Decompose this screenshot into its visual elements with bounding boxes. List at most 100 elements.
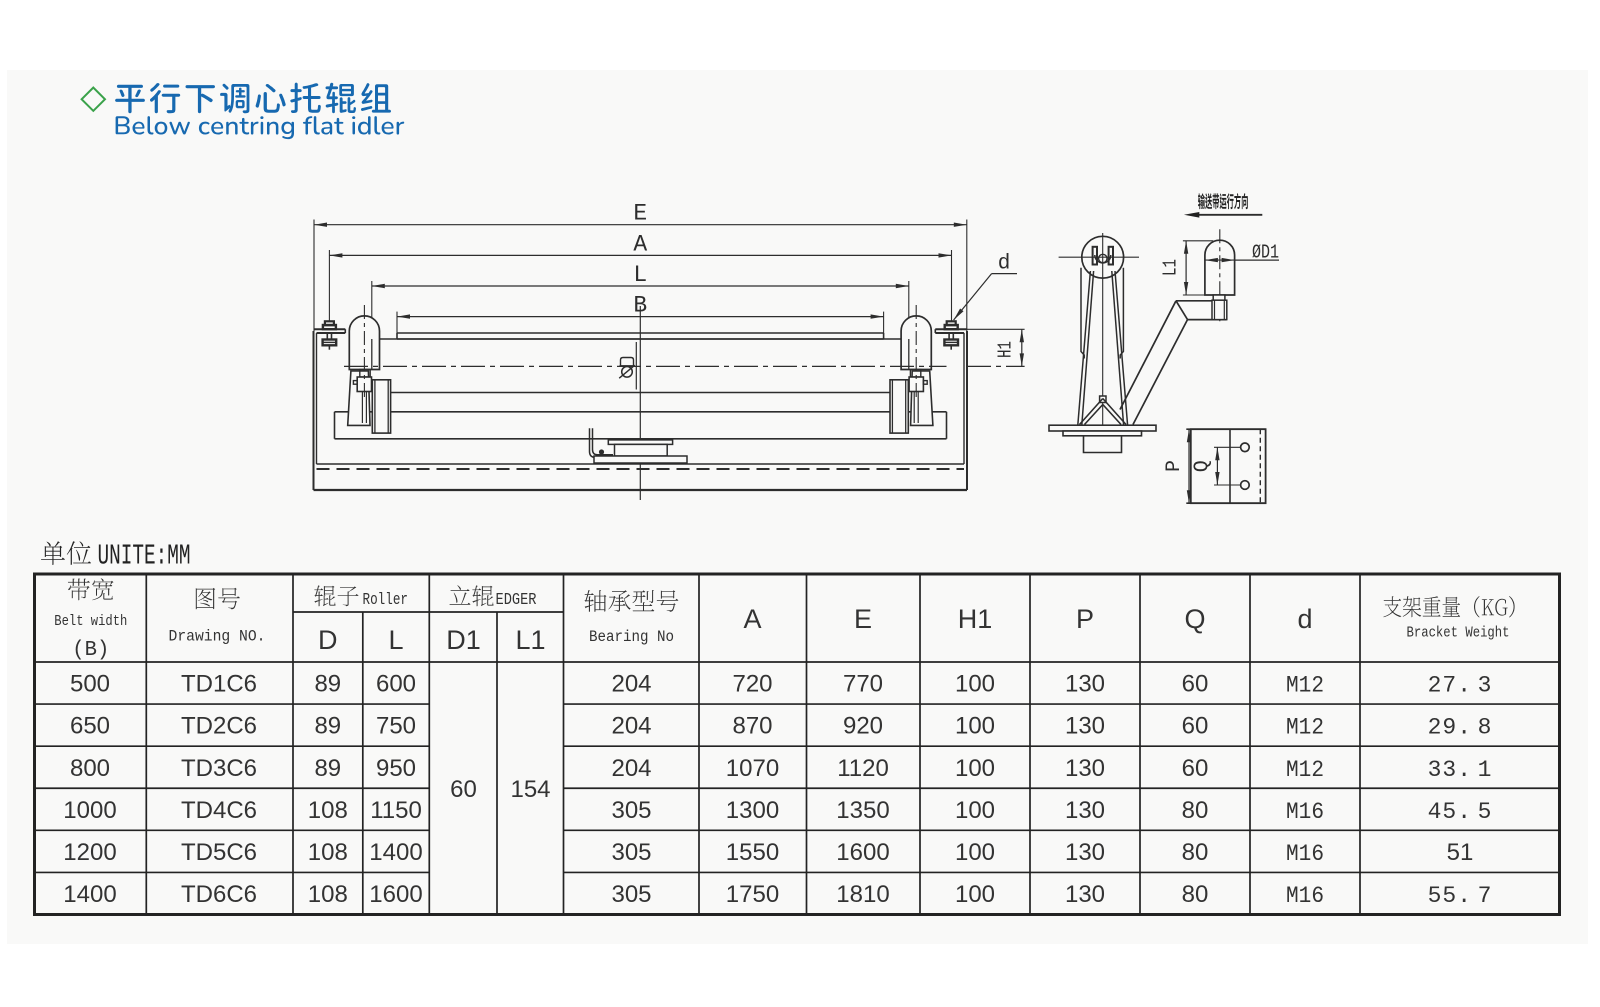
svg-text:51: 51 [1447,839,1474,866]
svg-text:1350: 1350 [836,797,889,824]
svg-text:1810: 1810 [836,881,889,908]
svg-text:1400: 1400 [63,881,116,908]
svg-text:920: 920 [843,713,883,740]
svg-text:89: 89 [314,755,341,782]
svg-text:650: 650 [70,713,110,740]
svg-text:P: P [1163,460,1186,472]
svg-text:130: 130 [1065,671,1105,698]
svg-text:1120: 1120 [837,755,889,782]
svg-text:1150: 1150 [370,797,422,824]
svg-text:1400: 1400 [369,839,422,866]
svg-text:Q: Q [1184,604,1205,634]
svg-text:A: A [633,232,647,258]
svg-text:Roller: Roller [363,590,409,609]
svg-text:M12: M12 [1286,715,1324,741]
svg-text:TD5C6: TD5C6 [181,839,257,866]
svg-text:L: L [633,262,647,288]
svg-text:55. 7: 55. 7 [1428,883,1493,909]
svg-text:d: d [1297,604,1312,634]
svg-text:TD1C6: TD1C6 [181,671,257,698]
svg-text:130: 130 [1065,797,1105,824]
svg-text:100: 100 [955,713,995,740]
svg-text:100: 100 [955,755,995,782]
svg-text:1750: 1750 [726,881,779,908]
svg-text:305: 305 [611,797,651,824]
svg-text:1200: 1200 [63,839,116,866]
svg-text:Bearing No: Bearing No [589,628,674,646]
svg-text:B: B [633,293,647,319]
svg-text:750: 750 [376,713,416,740]
svg-text:720: 720 [732,671,772,698]
svg-text:Belt width: Belt width [54,613,127,630]
svg-text:(B): (B) [72,639,109,662]
svg-text:TD2C6: TD2C6 [181,713,257,740]
svg-text:1300: 1300 [726,797,779,824]
svg-text:204: 204 [611,755,651,782]
svg-text:130: 130 [1065,755,1105,782]
svg-text:1070: 1070 [726,755,779,782]
svg-text:80: 80 [1182,797,1209,824]
svg-text:500: 500 [70,671,110,698]
svg-text:870: 870 [732,713,772,740]
svg-text:E: E [854,604,872,634]
svg-text:950: 950 [376,755,416,782]
svg-text:27. 3: 27. 3 [1428,673,1493,699]
svg-text:L: L [388,625,403,655]
svg-text:L1: L1 [515,625,545,655]
svg-text:M16: M16 [1286,883,1324,909]
svg-text:H1: H1 [995,341,1017,358]
svg-text:108: 108 [308,881,348,908]
svg-text:UNITE:MM: UNITE:MM [98,540,191,573]
svg-text:A: A [743,604,761,634]
svg-text:100: 100 [955,797,995,824]
svg-text:Q: Q [1191,460,1214,472]
svg-text:60: 60 [450,776,477,803]
svg-text:108: 108 [308,797,348,824]
svg-text:M12: M12 [1286,673,1324,699]
svg-text:d: d [998,253,1011,276]
svg-text:Drawing NO.: Drawing NO. [169,628,266,646]
svg-text:1550: 1550 [726,839,779,866]
svg-text:1600: 1600 [836,839,889,866]
svg-text:770: 770 [843,671,883,698]
svg-text:P: P [1076,604,1094,634]
svg-text:305: 305 [611,839,651,866]
svg-text:45. 5: 45. 5 [1428,799,1493,825]
svg-text:29. 8: 29. 8 [1428,715,1493,741]
svg-text:M12: M12 [1286,757,1324,783]
svg-text:204: 204 [611,671,651,698]
svg-text:M16: M16 [1286,799,1324,825]
svg-text:Bracket Weight: Bracket Weight [1407,625,1510,642]
svg-text:108: 108 [308,839,348,866]
svg-text:TD6C6: TD6C6 [181,881,257,908]
svg-text:1000: 1000 [63,797,116,824]
svg-text:100: 100 [955,839,995,866]
svg-text:1600: 1600 [369,881,422,908]
svg-text:60: 60 [1182,755,1209,782]
svg-text:TD4C6: TD4C6 [181,797,257,824]
svg-text:100: 100 [955,881,995,908]
svg-text:154: 154 [510,776,550,803]
svg-text:D1: D1 [446,625,481,655]
svg-text:130: 130 [1065,881,1105,908]
svg-text:100: 100 [955,671,995,698]
svg-text:M16: M16 [1286,841,1324,867]
svg-text:D: D [318,625,338,655]
svg-text:H1: H1 [958,604,993,634]
svg-text:89: 89 [314,713,341,740]
svg-text:ØD1: ØD1 [1252,242,1279,264]
svg-text:600: 600 [376,671,416,698]
svg-text:80: 80 [1182,839,1209,866]
svg-text:305: 305 [611,881,651,908]
svg-text:60: 60 [1182,713,1209,740]
svg-text:TD3C6: TD3C6 [181,755,257,782]
svg-text:EDGER: EDGER [496,590,537,609]
svg-text:E: E [633,201,647,227]
svg-text:89: 89 [314,671,341,698]
svg-text:L1: L1 [1159,259,1181,276]
svg-text:204: 204 [611,713,651,740]
svg-text:33. 1: 33. 1 [1428,757,1493,783]
svg-text:800: 800 [70,755,110,782]
svg-text:130: 130 [1065,713,1105,740]
svg-text:80: 80 [1182,881,1209,908]
